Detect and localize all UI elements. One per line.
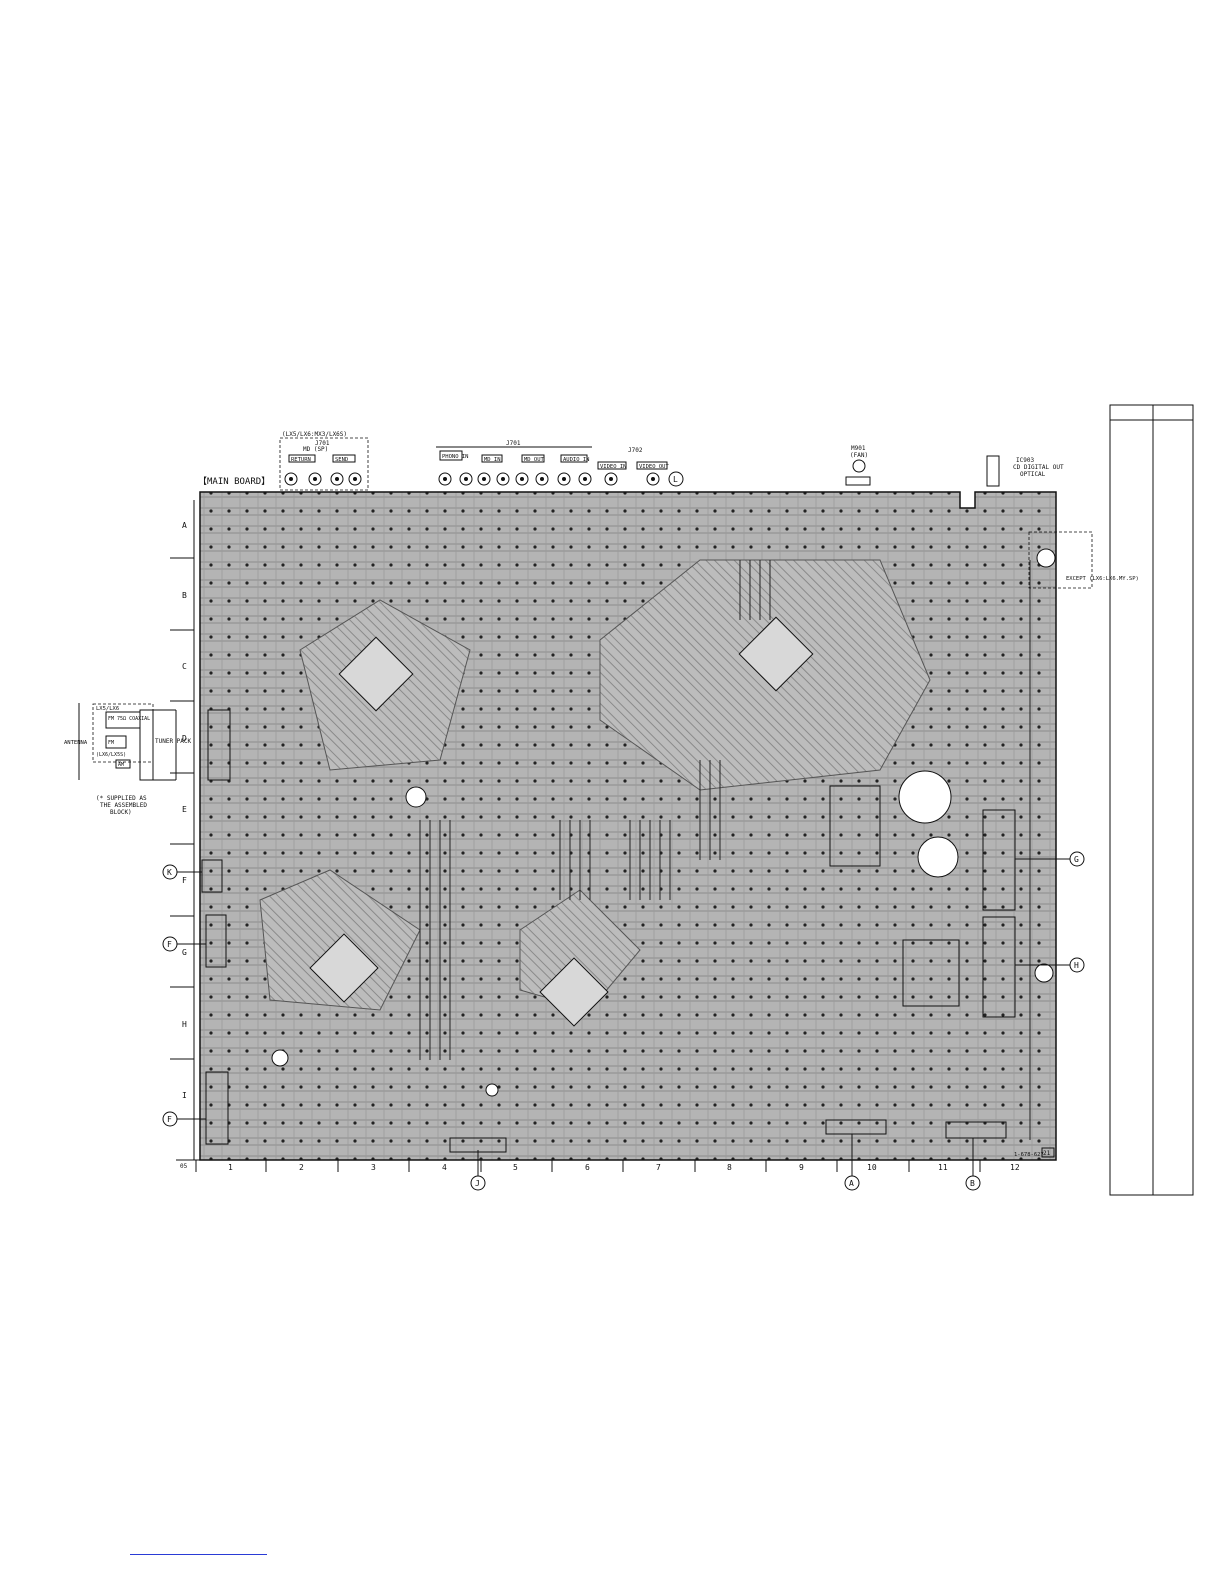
fan-icon	[852, 459, 866, 473]
svg-text:I: I	[182, 1091, 187, 1100]
bus-traces	[419, 560, 1031, 1140]
svg-text:E: E	[182, 805, 187, 814]
ic-chip-4	[539, 957, 609, 1027]
svg-text:H: H	[182, 1020, 187, 1029]
svg-text:05: 05	[180, 1163, 188, 1170]
send-label: SEND	[335, 457, 348, 463]
ic-chip-2	[738, 616, 814, 692]
md-in-label: MD IN	[484, 457, 501, 463]
svg-text:F: F	[182, 876, 187, 885]
column-ruler: 05 1 2 3 4 5 6 7 8 9 10 11 12 1-678-627-…	[176, 1147, 1055, 1172]
svg-text:7: 7	[656, 1163, 661, 1172]
svg-text:OPTICAL: OPTICAL	[1020, 471, 1046, 478]
svg-text:IC903: IC903	[1016, 457, 1034, 464]
svg-text:M901: M901	[851, 445, 866, 452]
svg-text:J701: J701	[315, 440, 330, 447]
optical-out-icon	[986, 455, 1000, 487]
svg-text:5: 5	[513, 1163, 518, 1172]
svg-text:1: 1	[228, 1163, 233, 1172]
svg-text:21: 21	[1043, 1150, 1051, 1157]
svg-text:(* SUPPLIED AS: (* SUPPLIED AS	[96, 795, 147, 802]
md-out-label: MD OUT	[524, 457, 545, 463]
tuner-pack-block: ANTENNA LX5/LX6 FM 75Ω COAXIAL FM (LX6/L…	[64, 703, 192, 816]
svg-text:F: F	[167, 940, 172, 949]
svg-text:4: 4	[442, 1163, 447, 1172]
svg-text:(FAN): (FAN)	[850, 452, 868, 459]
svg-text:D: D	[182, 734, 187, 743]
svg-text:2: 2	[299, 1163, 304, 1172]
svg-text:AM: AM	[118, 762, 124, 768]
svg-text:10: 10	[867, 1163, 877, 1172]
svg-text:LX5/LX6: LX5/LX6	[96, 706, 119, 712]
video-out-label: VIDEO OUT	[639, 464, 669, 470]
svg-text:B: B	[970, 1179, 975, 1188]
svg-text:J: J	[475, 1179, 480, 1188]
svg-text:J701: J701	[506, 440, 521, 447]
svg-text:1-678-627-: 1-678-627-	[1014, 1152, 1047, 1158]
svg-text:FM: FM	[108, 740, 114, 746]
audio-in-label: AUDIO IN	[563, 457, 590, 463]
except-note: EXCEPT (LX6:LX6.MY.SP)	[1066, 576, 1139, 582]
footer-link-line[interactable]	[130, 1554, 267, 1555]
tuner-pack-label: TUNER PACK	[155, 738, 192, 745]
phono-label: PHONO IN	[442, 454, 469, 460]
svg-text:FM 75Ω COAXIAL: FM 75Ω COAXIAL	[108, 716, 150, 722]
svg-text:BLOCK): BLOCK)	[110, 809, 132, 816]
side-table	[1109, 404, 1194, 1196]
svg-text:12: 12	[1010, 1163, 1020, 1172]
svg-text:6: 6	[585, 1163, 590, 1172]
antenna-label: ANTENNA	[64, 740, 88, 746]
svg-text:B: B	[182, 591, 187, 600]
svg-text:A: A	[182, 521, 187, 530]
top-labels: (LX5/LX6:MX3/LX6S) J701 MD (SP) RETURN S…	[279, 431, 1139, 589]
svg-text:C: C	[182, 662, 187, 671]
connectors	[201, 709, 1016, 1153]
video-in-label: VIDEO IN	[600, 464, 627, 470]
row-ruler: A B C D E F G H I	[170, 500, 195, 1160]
svg-text:3: 3	[371, 1163, 376, 1172]
svg-text:9: 9	[799, 1163, 804, 1172]
svg-text:MD (SP): MD (SP)	[303, 446, 328, 453]
svg-text:A: A	[849, 1179, 854, 1188]
electrolytic-capacitors	[271, 770, 1054, 1097]
svg-text:8: 8	[727, 1163, 732, 1172]
svg-text:G: G	[1074, 855, 1079, 864]
svg-text:THE ASSEMBLED: THE ASSEMBLED	[100, 802, 147, 809]
svg-text:F: F	[167, 1115, 172, 1124]
top-jack-row	[284, 472, 660, 486]
svg-text:CD DIGITAL OUT: CD DIGITAL OUT	[1013, 464, 1064, 471]
svg-text:(LX6/LX5S): (LX6/LX5S)	[96, 752, 126, 758]
svg-text:K: K	[167, 868, 172, 877]
svg-text:H: H	[1074, 961, 1079, 970]
ic-chip-1	[338, 636, 414, 712]
svg-text:L: L	[673, 475, 678, 484]
return-label: RETURN	[291, 457, 311, 463]
svg-text:J702: J702	[628, 447, 643, 454]
ic-chip-3	[309, 933, 379, 1003]
svg-text:G: G	[182, 948, 187, 957]
board-title: 【MAIN BOARD】	[198, 476, 270, 487]
connector-markers: K F F J A B G H L	[162, 471, 1085, 1191]
main-board-outline	[199, 491, 1057, 1161]
ic-regions	[259, 559, 931, 1027]
md-group-note: (LX5/LX6:MX3/LX6S)	[282, 431, 347, 438]
svg-text:11: 11	[938, 1163, 948, 1172]
